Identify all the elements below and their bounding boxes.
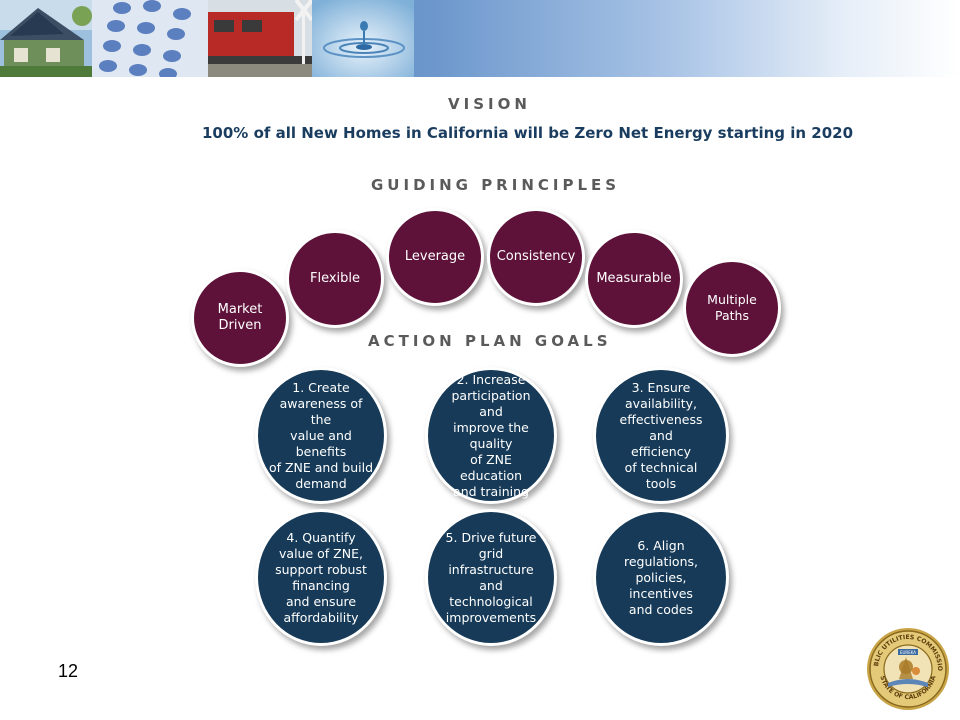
guiding-principles-heading: GUIDING PRINCIPLES — [371, 176, 621, 194]
goal-label: 1. Create awareness of the value and ben… — [268, 379, 374, 491]
goal-1: 1. Create awareness of the value and ben… — [255, 367, 387, 504]
keypad-photo — [92, 0, 208, 77]
action-plan-goals-heading: ACTION PLAN GOALS — [368, 332, 612, 350]
principle-leverage: Leverage — [386, 208, 484, 306]
train-photo — [208, 0, 312, 77]
page-number: 12 — [58, 661, 79, 681]
principle-label: Consistency — [496, 249, 576, 264]
goal-5: 5. Drive future grid infrastructure and … — [425, 509, 557, 646]
solar-house-photo — [0, 0, 92, 77]
principle-label: Flexible — [309, 271, 361, 286]
principle-label: Leverage — [404, 249, 466, 264]
seal-banner-text: EUREKA — [900, 650, 916, 655]
goal-4: 4. Quantify value of ZNE, support robust… — [255, 509, 387, 646]
goal-label: 6. Align regulations, policies, incentiv… — [624, 537, 698, 617]
vision-heading: VISION — [448, 95, 531, 113]
header-banner — [0, 0, 960, 77]
goal-label: 4. Quantify value of ZNE, support robust… — [275, 529, 367, 625]
principle-label: Market Driven — [217, 302, 263, 333]
goal-label: 5. Drive future grid infrastructure and … — [445, 529, 537, 625]
goal-3: 3. Ensure availability, effectiveness an… — [593, 367, 729, 504]
principle-consistency: Consistency — [487, 208, 585, 306]
principle-multiple-paths: Multiple Paths — [683, 259, 781, 357]
principle-label: Multiple Paths — [707, 292, 757, 323]
water-drop-photo — [312, 0, 414, 77]
cpuc-seal-logo: PUBLIC UTILITIES COMMISSION STATE OF CAL… — [863, 622, 950, 711]
goal-6: 6. Align regulations, policies, incentiv… — [593, 509, 729, 646]
goal-2: 2. Increase participation and improve th… — [425, 367, 557, 504]
goal-label: 3. Ensure availability, effectiveness an… — [619, 379, 703, 491]
principle-label: Measurable — [596, 271, 672, 286]
principle-market-driven: Market Driven — [191, 269, 289, 367]
vision-statement: 100% of all New Homes in California will… — [202, 124, 854, 142]
principle-measurable: Measurable — [585, 230, 683, 328]
principle-flexible: Flexible — [286, 230, 384, 328]
goal-label: 2. Increase participation and improve th… — [451, 371, 531, 499]
